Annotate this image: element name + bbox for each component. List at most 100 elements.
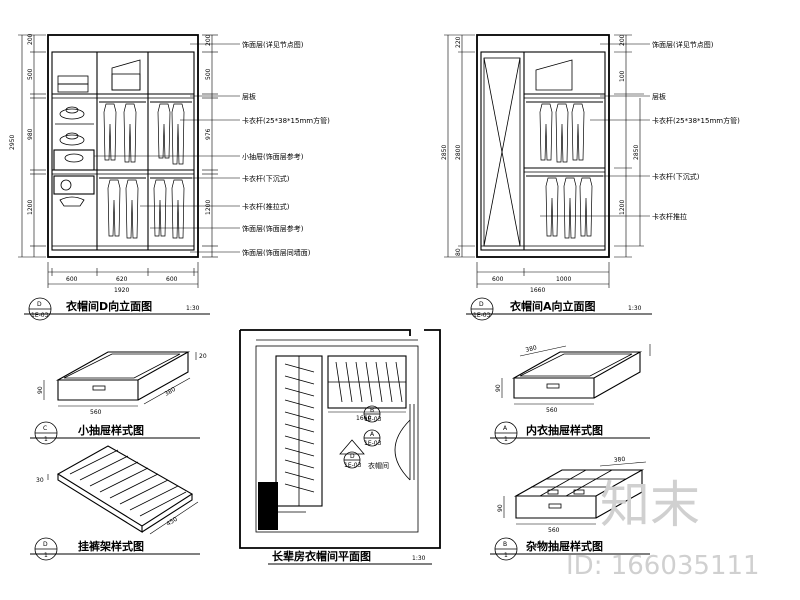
drawer-sundries-title-block: B 1 杂物抽屉样式图 (490, 537, 650, 561)
dim-a-inner-height: 2800 (455, 145, 462, 160)
elevation-a-title-block: D 1E-03 衣帽间A向立面图 1:30 (466, 297, 652, 321)
elevation-d: 饰面层(详见节点图) 层板 卡衣杆(25*38*15mm方管) 小抽屉(饰面层参… (9, 33, 330, 321)
shoe-icon (59, 196, 85, 207)
plan-dim: 1660 (356, 415, 371, 422)
drawer-small-title-block: C 1 小抽屉样式图 (30, 421, 200, 445)
plan-room-label: 衣帽间 (368, 461, 389, 470)
watermark-id: ID: 166035111 (566, 551, 760, 581)
pants-rack-title-block: D 1 挂裤架样式图 (30, 537, 200, 561)
watermark-logo: 知末 (600, 476, 700, 534)
svg-text:1E-03: 1E-03 (364, 440, 382, 447)
dim-small-drawer-depth: 380 (164, 386, 178, 398)
svg-text:D: D (479, 301, 484, 308)
dim-d-left-3: 500 (27, 68, 34, 80)
dim-d-left-7: 980 (27, 128, 34, 140)
label-a-rod-sunk: 卡衣杆(下沉式) (652, 172, 700, 181)
dim-d-right-1: 500 (205, 68, 212, 80)
plan-hangers-left (284, 363, 315, 493)
dim-small-drawer-height: 90 (37, 386, 44, 394)
dim-a-right-0: 200 (619, 34, 626, 46)
elevation-a-title: 衣帽间A向立面图 (510, 299, 596, 313)
svg-text:A: A (370, 431, 375, 438)
plan-title-block: 长辈房衣帽间平面图 1:30 (268, 549, 432, 565)
dim-a-left-0: 220 (455, 36, 462, 48)
drawer-sundries-title: 杂物抽屉样式图 (526, 539, 603, 553)
dim-d-width-5: 600 (166, 276, 178, 283)
folded-clothes-icon (57, 75, 89, 85)
dim-d-right-5: 1200 (205, 200, 212, 215)
drawer-handle (548, 503, 562, 509)
dim-underwear-drawer-height: 90 (495, 384, 502, 392)
hanging-garments-a-lower (545, 177, 593, 239)
svg-text:1: 1 (504, 436, 508, 443)
dim-d-width-3: 620 (116, 276, 128, 283)
drawer-underwear-sketch: 560 90 380 (495, 344, 651, 414)
dim-small-drawer-top: 20 (199, 353, 207, 360)
label-d-drawer: 小抽屉(饰面层参考) (242, 152, 304, 161)
plan-room-outline (255, 345, 419, 533)
small-drawer-lower (53, 175, 95, 195)
drawer-handle (92, 385, 106, 391)
dim-a-right-5: 1200 (619, 200, 626, 215)
svg-text:1: 1 (44, 436, 48, 443)
label-a-rod-slide: 卡衣杆推拉 (652, 212, 687, 221)
label-d-finish-mid: 饰面层(饰面层参考) (242, 224, 304, 233)
drawer-handle (546, 383, 560, 389)
pants-rack-sketch: 30 450 (36, 445, 199, 535)
dim-a-width-1: 1000 (556, 276, 571, 283)
pants-rack-title: 挂裤架样式图 (78, 539, 144, 553)
label-d-rod-sunk: 卡衣杆(下沉式) (242, 174, 290, 183)
hat-box-icon (111, 59, 141, 91)
dim-d-right-3: 976 (205, 128, 212, 140)
svg-text:1: 1 (44, 552, 48, 559)
watermark: 知末 ID: 166035111 (566, 476, 760, 581)
svg-text:B: B (370, 407, 374, 414)
elevation-a: 饰面层(详见节点图) 层板 卡衣杆(25*38*15mm方管) 卡衣杆(下沉式)… (441, 34, 740, 321)
elevation-d-title-block: D 1E-03 衣帽间D向立面图 1:30 (24, 297, 210, 321)
label-d-rod: 卡衣杆(25*38*15mm方管) (242, 116, 330, 125)
drawer-small-title: 小抽屉样式图 (77, 423, 144, 437)
drawer-sundries-sketch: 560 90 380 (497, 456, 647, 534)
svg-text:1E-03: 1E-03 (344, 462, 362, 469)
hat-icon (59, 108, 85, 120)
dim-d-total-width: 1920 (114, 287, 129, 294)
elevation-a-leaders (540, 43, 650, 217)
svg-text:D: D (43, 541, 48, 548)
svg-text:1E-03: 1E-03 (31, 312, 49, 319)
elevation-d-title: 衣帽间D向立面图 (66, 299, 152, 313)
plan-callout-b: B 1E-03 (363, 405, 382, 423)
plan-callout-a: A 1E-03 (363, 429, 382, 447)
dim-a-total-width: 1660 (530, 287, 545, 294)
label-d-finish-top: 饰面层(详见节点图) (242, 40, 304, 49)
label-d-finish-bottom: 饰面层(饰面层同墙面) (242, 248, 311, 257)
dim-small-drawer-width: 560 (90, 409, 102, 416)
svg-text:C: C (43, 425, 47, 432)
label-a-rod: 卡衣杆(25*38*15mm方管) (652, 116, 740, 125)
hanging-garments-lower (107, 179, 185, 239)
dim-d-width-1: 600 (66, 276, 78, 283)
dim-a-right-3: 2850 (633, 145, 640, 160)
storage-box-icon (535, 59, 573, 91)
drawer-underwear-title-block: A 1 内衣抽屉样式图 (490, 421, 650, 445)
plan-wall-right (424, 329, 441, 549)
svg-text:D: D (350, 453, 355, 460)
dim-a-right-1: 100 (619, 70, 626, 82)
dim-underwear-drawer-width: 560 (546, 407, 558, 414)
label-d-rod-slide: 卡衣杆(推拉式) (242, 202, 290, 211)
plan-view: 1660 衣帽间 D 1E-03 A 1E-03 B 1E-03 (239, 329, 441, 549)
dim-sundries-drawer-height: 90 (497, 504, 504, 512)
plan-door-swing (394, 419, 411, 481)
elevation-d-frame (47, 34, 199, 258)
dim-sundries-drawer-width: 560 (548, 527, 560, 534)
dim-rack-depth: 450 (165, 516, 179, 528)
drawer-compartments (531, 469, 626, 497)
svg-text:B: B (503, 541, 507, 548)
plan-column (258, 482, 278, 530)
dim-underwear-drawer-depth: 380 (525, 344, 538, 354)
dim-d-left-0: 200 (27, 33, 34, 45)
plan-scale: 1:30 (412, 555, 426, 562)
dim-d-total-height: 2950 (9, 135, 16, 150)
plan-callout-d: D 1E-03 (339, 439, 365, 469)
dim-d-right-0: 200 (205, 34, 212, 46)
